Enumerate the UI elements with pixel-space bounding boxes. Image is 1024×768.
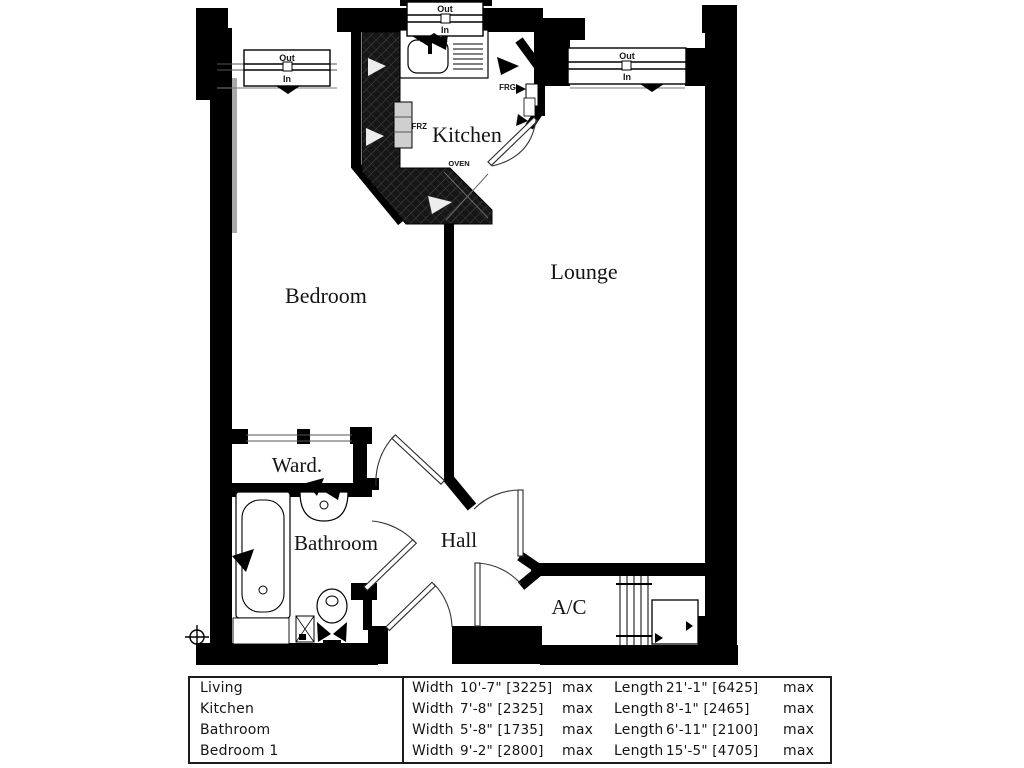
airing-cupboard-door	[474, 562, 522, 627]
dimensions-table: Living Width 10'-7" [3225] max Length 21…	[188, 676, 832, 764]
fridge-label: FRG	[499, 83, 516, 92]
datum-crosshair-icon	[185, 625, 209, 649]
length-value: 8'-1" [2465]	[666, 701, 750, 717]
room-name: Living	[200, 680, 243, 696]
width-label: Width	[412, 722, 454, 738]
window-in-label: In	[441, 25, 449, 35]
bedroom-door	[375, 434, 446, 487]
table-row: Bathroom Width 5'-8" [1735] max Length 6…	[190, 720, 830, 741]
window-out-label: Out	[437, 4, 453, 14]
wardrobe-label: Ward.	[272, 453, 322, 477]
table-row: Living Width 10'-7" [3225] max Length 21…	[190, 678, 830, 699]
window-swing-icon	[640, 84, 664, 92]
room-name: Bedroom 1	[200, 743, 279, 759]
max-label: max	[562, 680, 594, 696]
outer-walls	[196, 0, 738, 665]
window-in-label: In	[623, 72, 631, 82]
length-value: 15'-5" [4705]	[666, 743, 759, 759]
max-label: max	[783, 701, 815, 717]
bathroom-door	[363, 520, 418, 592]
table-divider	[402, 678, 404, 762]
hall-label: Hall	[441, 528, 477, 552]
bath-tap-icon	[232, 549, 254, 572]
bathtub	[232, 491, 291, 645]
window-out-label: Out	[619, 51, 635, 61]
basin-tap-icon	[306, 478, 324, 496]
width-value: 7'-8" [2325]	[460, 701, 544, 717]
table-row: Kitchen Width 7'-8" [2325] max Length 8'…	[190, 699, 830, 720]
width-value: 10'-7" [3225]	[460, 680, 553, 696]
bathroom-unit	[295, 615, 315, 643]
window-in-label: In	[283, 74, 291, 84]
window-swing-icon	[420, 33, 448, 42]
lounge-window: Out In	[567, 47, 687, 92]
freezer-label: FRZ	[411, 122, 427, 131]
airing-cupboard-shelves	[616, 576, 652, 645]
wash-basin	[299, 478, 349, 522]
room-name: Kitchen	[200, 701, 255, 717]
kitchen-label: Kitchen	[432, 122, 502, 147]
max-label: max	[783, 743, 815, 759]
fridge-unit	[497, 37, 542, 126]
lounge-door	[473, 489, 524, 557]
oven-label: OVEN	[448, 159, 469, 168]
max-label: max	[783, 722, 815, 738]
airing-cupboard-label: A/C	[551, 595, 586, 619]
length-value: 21'-1" [6425]	[666, 680, 759, 696]
lounge-label: Lounge	[550, 259, 617, 284]
width-label: Width	[412, 701, 454, 717]
length-label: Length	[614, 743, 664, 759]
kitchen-sink	[399, 29, 489, 79]
length-label: Length	[614, 701, 664, 717]
kitchen-door	[487, 116, 539, 167]
width-value: 5'-8" [1735]	[460, 722, 544, 738]
wall-lines	[217, 63, 685, 442]
front-door	[385, 581, 453, 632]
bedroom-window: Out In	[243, 49, 331, 94]
length-value: 6'-11" [2100]	[666, 722, 759, 738]
max-label: max	[783, 680, 815, 696]
window-swing-icon	[276, 86, 300, 94]
room-name: Bathroom	[200, 722, 271, 738]
fridge-arrow-icon	[516, 84, 526, 94]
max-label: max	[562, 743, 594, 759]
bathroom-label: Bathroom	[294, 531, 378, 555]
width-value: 9'-2" [2800]	[460, 743, 544, 759]
width-label: Width	[412, 680, 454, 696]
freezer-unit	[393, 101, 413, 149]
toilet	[316, 588, 348, 645]
max-label: max	[562, 722, 594, 738]
table-row: Bedroom 1 Width 9'-2" [2800] max Length …	[190, 741, 830, 762]
water-tank	[651, 599, 699, 645]
length-label: Length	[614, 722, 664, 738]
length-label: Length	[614, 680, 664, 696]
width-label: Width	[412, 743, 454, 759]
kitchen-window: Out In	[406, 1, 484, 42]
bedroom-label: Bedroom	[285, 283, 367, 308]
max-label: max	[562, 701, 594, 717]
window-out-label: Out	[279, 53, 295, 63]
